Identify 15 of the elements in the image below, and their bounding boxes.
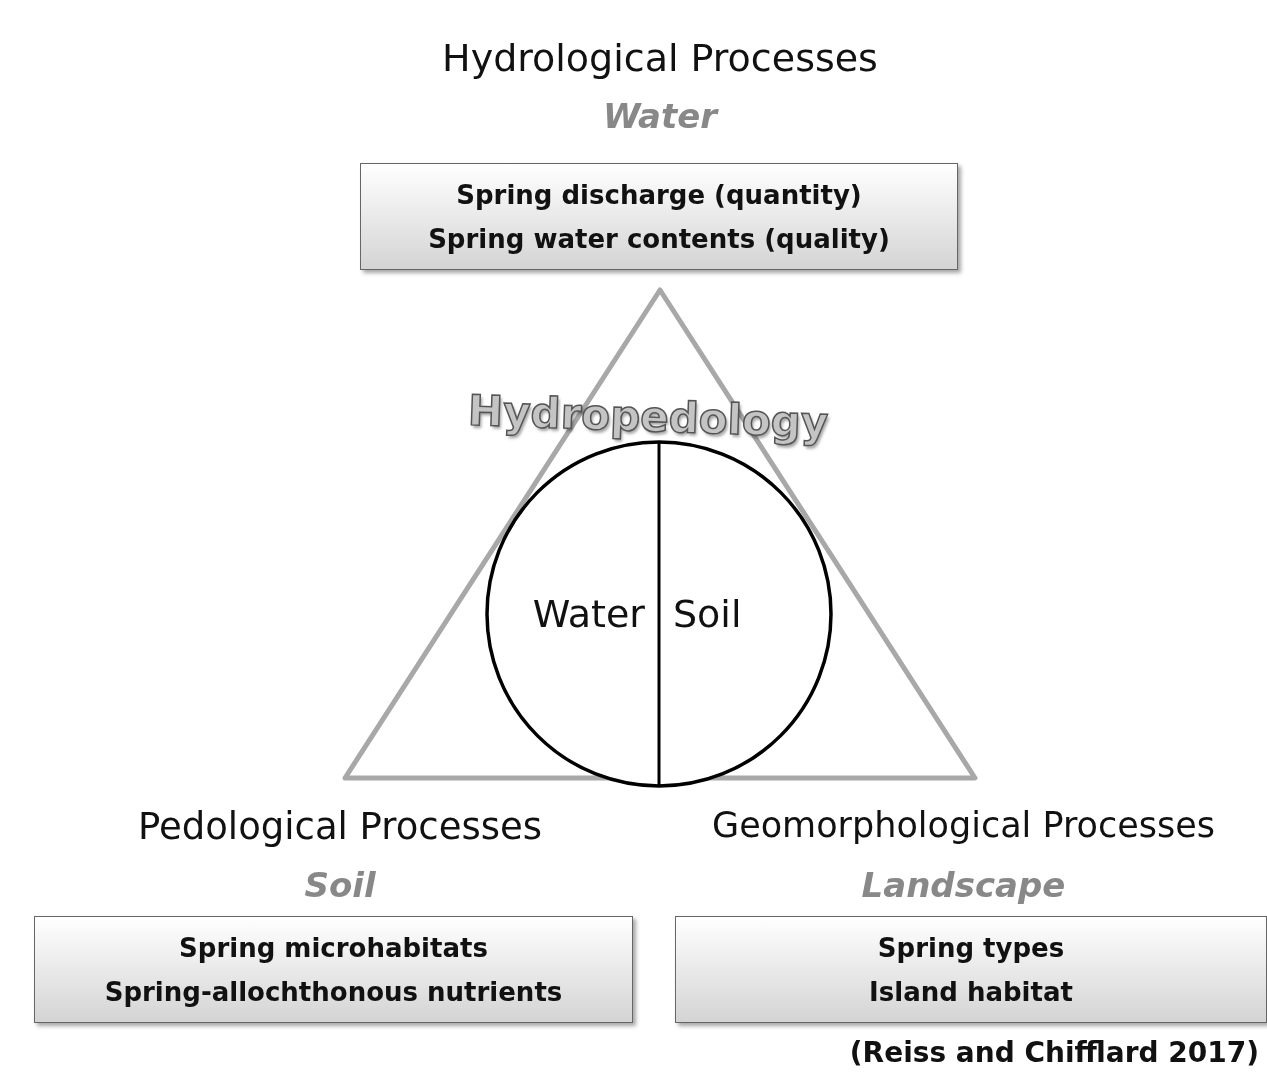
process-item: Island habitat [869, 975, 1073, 1009]
circle-half-label: Water [532, 592, 645, 636]
process-heading: Hydrological Processes [442, 36, 878, 80]
process-item: Spring types [877, 931, 1065, 965]
citation-caption: (Reiss and Chifflard 2017) [849, 1036, 1259, 1069]
process-item: Spring microhabitats [179, 931, 488, 965]
process-subtitle: Soil [304, 865, 376, 905]
process-subtitle: Landscape [861, 865, 1066, 905]
process-item: Spring discharge (quantity) [456, 178, 862, 212]
process-item: Spring water contents (quality) [428, 222, 890, 256]
process-item: Spring-allochthonous nutrients [104, 975, 563, 1009]
process-subtitle: Water [602, 96, 718, 136]
circle-half-label: Soil [673, 592, 742, 636]
process-heading: Geomorphological Processes [712, 805, 1215, 845]
process-heading: Pedological Processes [138, 805, 542, 848]
